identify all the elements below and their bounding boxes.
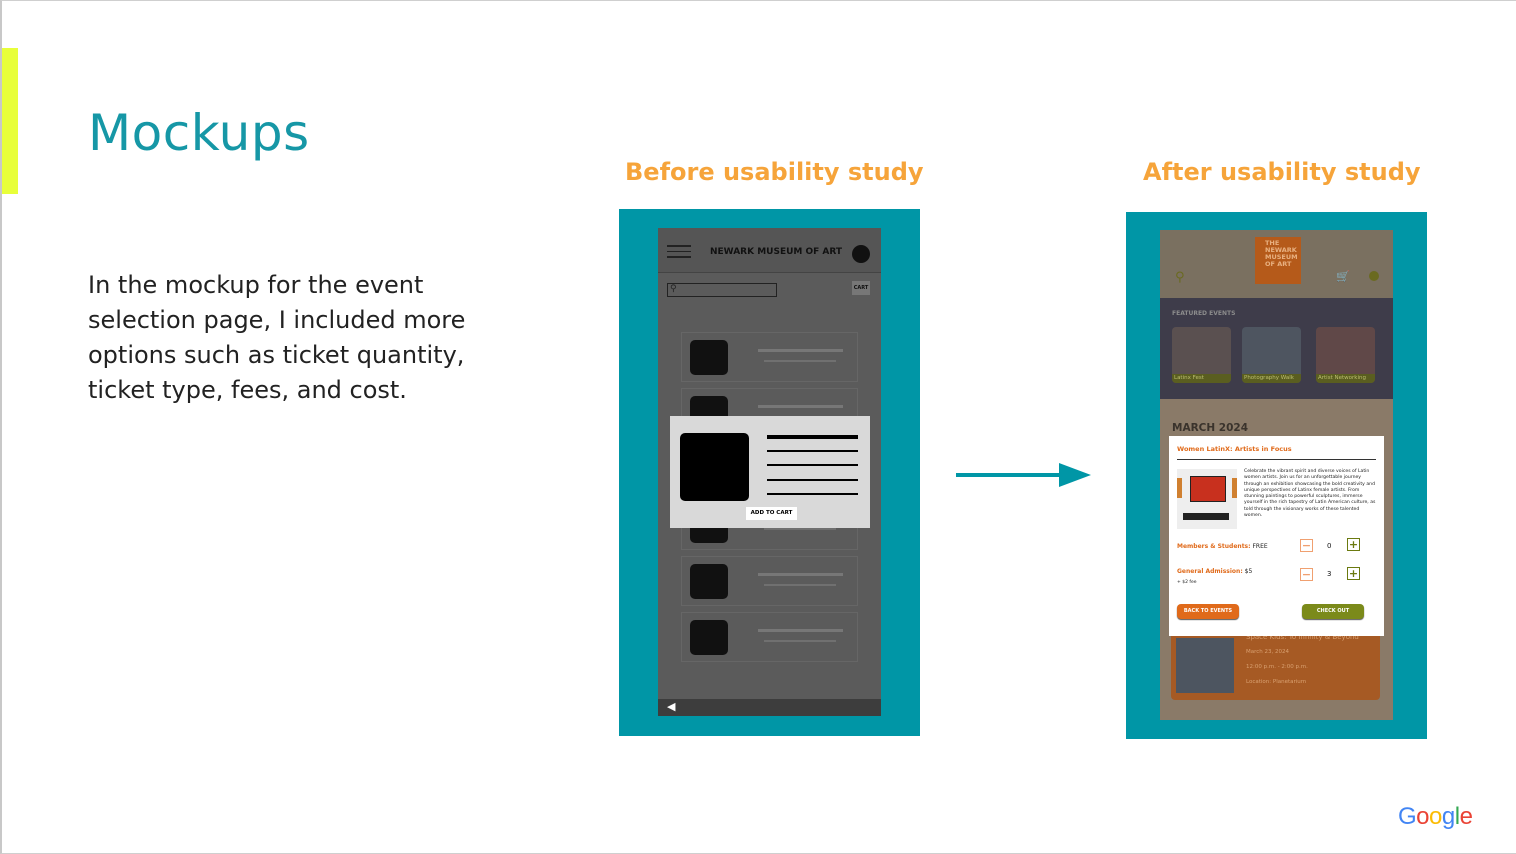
featured-events-label: FEATURED EVENTS [1172, 310, 1236, 317]
arrow-icon [1059, 463, 1091, 487]
google-logo: Google [1398, 803, 1473, 830]
cart-icon[interactable]: 🛒 [1336, 270, 1350, 283]
list-item[interactable] [681, 612, 858, 662]
slide-body-text: In the mockup for the event selection pa… [88, 271, 466, 404]
add-to-cart-button[interactable]: ADD TO CART [746, 507, 797, 520]
list-item-thumbnail [690, 564, 728, 599]
general-quantity: 3 [1327, 570, 1332, 578]
back-to-events-button[interactable]: BACK TO EVENTS [1177, 604, 1239, 619]
members-increase-button[interactable]: + [1347, 538, 1360, 551]
before-header: NEWARK MUSEUM OF ART [658, 228, 881, 273]
members-ticket-label: Members & Students: FREE [1177, 543, 1268, 550]
month-heading: MARCH 2024 [1172, 422, 1249, 434]
before-header-title: NEWARK MUSEUM OF ART [710, 247, 843, 257]
featured-events-section: FEATURED EVENTS Latinx Fest Photography … [1160, 298, 1393, 399]
menu-icon[interactable] [667, 245, 691, 259]
featured-event-card[interactable]: Latinx Fest [1172, 327, 1231, 383]
after-header: THE NEWARK MUSEUM OF ART ⚲ 🛒 [1160, 230, 1393, 298]
ticket-modal: Women LatinX: Artists in Focus Celebrate… [1169, 436, 1384, 636]
modal-title: Women LatinX: Artists in Focus [1177, 445, 1292, 453]
event-description: Celebrate the vibrant spirit and diverse… [1244, 469, 1376, 519]
after-heading: After usability study [1143, 158, 1421, 186]
before-phone-screen: NEWARK MUSEUM OF ART ⚲ CART ADD TO CART … [658, 228, 881, 716]
general-increase-button[interactable]: + [1347, 567, 1360, 580]
before-search-input[interactable]: ⚲ [667, 283, 777, 297]
search-icon: ⚲ [670, 284, 677, 294]
general-decrease-button[interactable]: − [1300, 568, 1313, 581]
before-mockup-frame: NEWARK MUSEUM OF ART ⚲ CART ADD TO CART … [619, 209, 920, 736]
list-item-thumbnail [690, 620, 728, 655]
event-card-image [1176, 638, 1234, 693]
members-quantity: 0 [1327, 542, 1332, 550]
general-fee: + $2 fee [1177, 580, 1197, 585]
arrow-line [956, 473, 1068, 477]
general-ticket-label: General Admission: $5 [1177, 568, 1253, 575]
after-phone-screen: THE NEWARK MUSEUM OF ART ⚲ 🛒 FEATURED EV… [1160, 230, 1393, 720]
before-heading: Before usability study [625, 158, 924, 186]
list-item[interactable] [681, 556, 858, 606]
accent-bar [2, 48, 18, 194]
list-item[interactable] [681, 332, 858, 382]
members-decrease-button[interactable]: − [1300, 539, 1313, 552]
before-bottom-bar: ◀ [658, 699, 881, 716]
featured-event-card[interactable]: Photography Walk [1242, 327, 1301, 383]
event-card[interactable]: Space Kids: To Infinity & Beyond March 2… [1171, 628, 1380, 700]
avatar[interactable] [852, 245, 870, 263]
before-event-modal: ADD TO CART [670, 416, 870, 528]
featured-event-card[interactable]: Artist Networking [1316, 327, 1375, 383]
checkout-button[interactable]: CHECK OUT [1302, 604, 1364, 619]
search-icon[interactable]: ⚲ [1175, 270, 1185, 285]
before-cart-button[interactable]: CART [852, 281, 870, 295]
event-image-placeholder [680, 433, 749, 501]
after-mockup-frame: THE NEWARK MUSEUM OF ART ⚲ 🛒 FEATURED EV… [1126, 212, 1427, 739]
museum-logo: THE NEWARK MUSEUM OF ART [1255, 237, 1301, 284]
list-item-thumbnail [690, 340, 728, 375]
back-icon[interactable]: ◀ [667, 700, 676, 713]
user-icon[interactable] [1369, 271, 1379, 281]
slide-title: Mockups [88, 104, 310, 162]
event-artwork-image [1177, 469, 1237, 529]
